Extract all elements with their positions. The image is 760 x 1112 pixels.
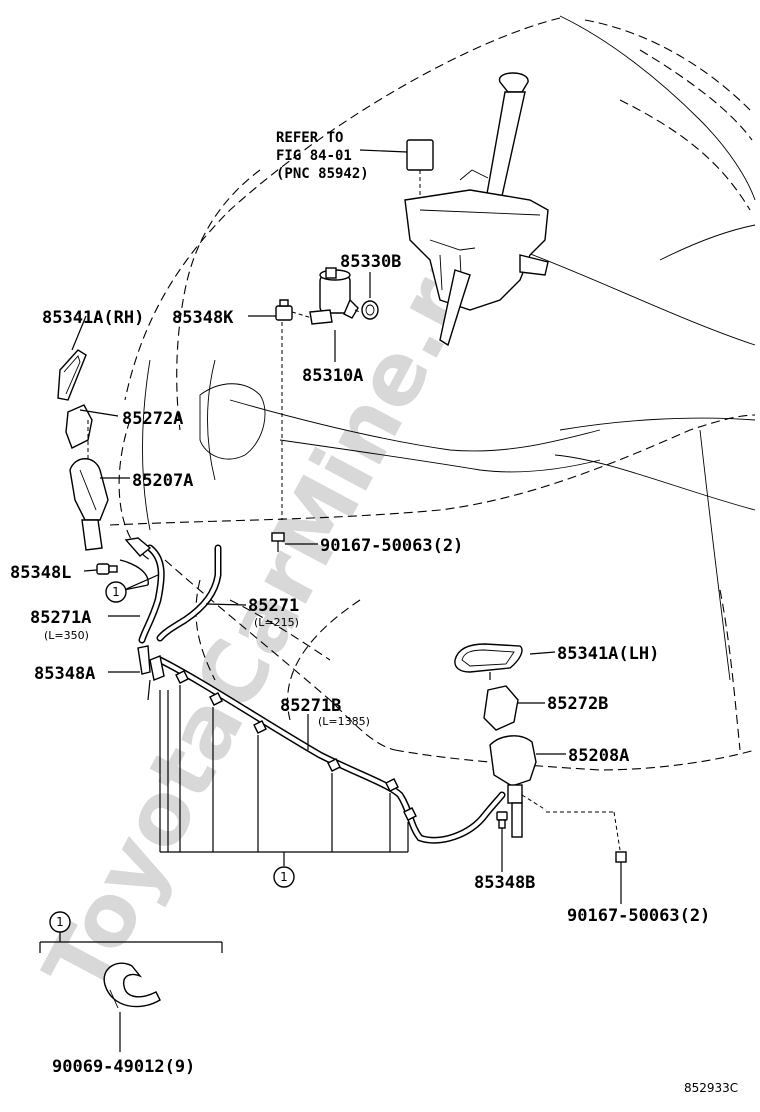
part-label-85310A[interactable]: 85310A (302, 366, 363, 386)
part-length-85271A: (L=350) (44, 629, 89, 642)
clip-marker-1: 1 (105, 581, 127, 603)
bolt-upper (271, 532, 318, 552)
clip-marker-3-text: 1 (56, 915, 64, 929)
part-label-85271B[interactable]: 85271B (280, 696, 341, 716)
part-label-85272A[interactable]: 85272A (122, 409, 183, 429)
part-length-85271: (L=215) (254, 616, 299, 629)
washer-tank (404, 72, 549, 347)
fender-lines (142, 15, 756, 681)
bolt-lower (613, 811, 627, 904)
washer-pump (309, 267, 379, 362)
reference-note-line2: FIG 84-01 (276, 148, 352, 164)
connector-85348K (248, 299, 313, 520)
clip-marker-2-text: 1 (280, 870, 288, 884)
part-label-85208A[interactable]: 85208A (568, 746, 629, 766)
part-label-85341A-LH[interactable]: 85341A(LH) (557, 644, 659, 664)
hose-85271 (156, 544, 222, 642)
part-label-85348L[interactable]: 85348L (10, 563, 71, 583)
clip-marker-1-text: 1 (112, 585, 120, 599)
reference-note-line3: (PNC 85942) (276, 166, 369, 182)
part-label-90167-upper[interactable]: 90167-50063(2) (320, 536, 463, 556)
reference-note: REFER TO FIG 84-01 (PNC 85942) (276, 130, 408, 182)
figure-code: 852933C (684, 1081, 738, 1095)
reference-note-line1: REFER TO (276, 130, 343, 146)
connector-85348A (108, 645, 165, 701)
part-label-85330B[interactable]: 85330B (340, 252, 401, 272)
connector-85348B (496, 811, 508, 872)
hose-85271B (156, 656, 506, 844)
part-label-85271[interactable]: 85271 (248, 596, 299, 616)
part-label-85341A-RH[interactable]: 85341A(RH) (42, 308, 144, 328)
part-label-85207A[interactable]: 85207A (132, 471, 193, 491)
clip-marker-2: 1 (273, 866, 295, 888)
part-label-90167-lower[interactable]: 90167-50063(2) (567, 906, 710, 926)
connector-85348L (96, 537, 152, 575)
hose-85271A (138, 544, 165, 644)
clip-detail-legend (39, 932, 223, 1052)
part-length-85271B: (L=1385) (318, 715, 370, 728)
part-label-85272B[interactable]: 85272B (547, 694, 608, 714)
part-label-85348A[interactable]: 85348A (34, 664, 95, 684)
part-label-85348B[interactable]: 85348B (474, 873, 535, 893)
lh-nozzle-cluster (454, 643, 614, 838)
part-label-85348K[interactable]: 85348K (172, 308, 234, 328)
part-label-90069[interactable]: 90069-49012(9) (52, 1057, 195, 1077)
vehicle-body-outline (109, 17, 756, 771)
rh-nozzle-cluster (57, 315, 130, 551)
clip-marker-3: 1 (49, 911, 71, 933)
hose-clips (119, 559, 417, 866)
part-label-85271A[interactable]: 85271A (30, 608, 91, 628)
